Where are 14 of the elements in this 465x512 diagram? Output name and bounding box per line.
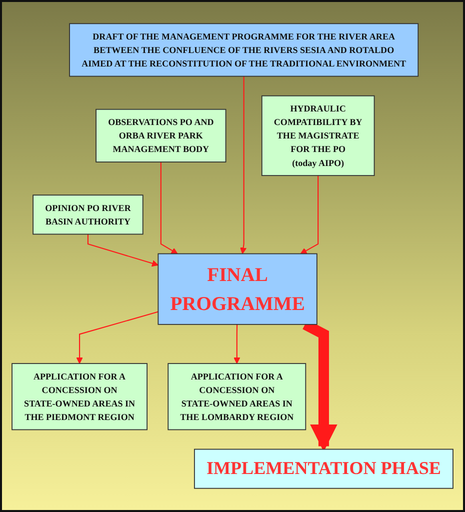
arrow: [87, 234, 158, 267]
arrow: [76, 311, 158, 364]
node-box: APPLICATION FOR A CONCESSION ON STATE-OWNED AREAS IN THE PIEDMONT REGION: [12, 363, 148, 430]
arrow: [240, 76, 247, 254]
node-box: FINAL PROGRAMME: [158, 253, 318, 325]
node-box: DRAFT OF THE MANAGEMENT PROGRAMME FOR THE RIVER AREA BETWEEN THE CONFLUENCE OF THE RIVERS SESIA AND ROTALDO AIMED AT THE RECONSTITUTION OF THE TRADITIONAL ENVIRONMENT: [69, 23, 419, 77]
arrow: [160, 162, 178, 254]
node-box: IMPLEMENTATION PHASE: [194, 448, 454, 489]
node-box: HYDRAULIC COMPATIBILITY BY THE MAGISTRATE FOR THE PO (today AIPO): [261, 95, 375, 176]
node-box: APPLICATION FOR A CONCESSION ON STATE-OWNED AREAS IN THE LOMBARDY REGION: [168, 363, 306, 430]
arrow: [300, 176, 319, 254]
node-box: OPINION PO RIVER BASIN AUTHORITY: [32, 194, 144, 235]
arrow: [234, 324, 240, 364]
node-box: OBSERVATIONS PO AND ORBA RIVER PARK MANAGEMENT BODY: [96, 108, 226, 162]
